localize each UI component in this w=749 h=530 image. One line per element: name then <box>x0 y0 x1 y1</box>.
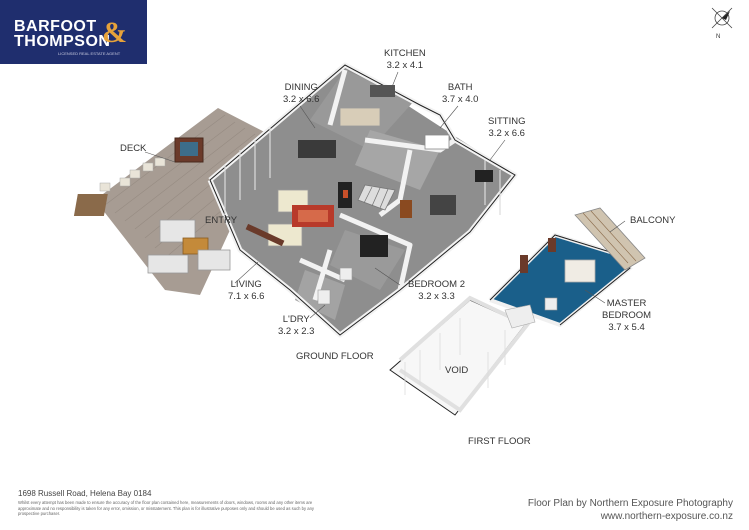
bath-name: BATH <box>447 82 473 93</box>
brand-line1: BARFOOT <box>14 18 97 35</box>
sofa-2 <box>267 223 303 247</box>
master-name2: BEDROOM <box>602 310 652 321</box>
living-name: LIVING <box>230 279 262 290</box>
kitchen-island <box>339 107 381 127</box>
brand-tagline: LICENSED REAL ESTATE AGENT <box>58 51 121 56</box>
label-sitting: SITTING 3.2 x 6.6 <box>488 116 525 140</box>
balcony-name: BALCONY <box>630 215 676 226</box>
label-void: VOID <box>445 365 468 377</box>
kitchen-name: KITCHEN <box>384 48 426 59</box>
bed-2 <box>360 235 388 257</box>
bedroom2-dims: 3.2 x 3.3 <box>418 291 455 302</box>
outdoor-sofa <box>159 219 196 243</box>
bathtub <box>424 134 450 150</box>
dining-table <box>298 140 336 158</box>
label-ground-floor: GROUND FLOOR <box>296 351 374 362</box>
brand-line2: THOMPSON <box>14 33 111 50</box>
sitting-dims: 3.2 x 6.6 <box>488 128 525 139</box>
photographer-credit: Floor Plan by Northern Exposure Photogra… <box>527 498 733 509</box>
sitting-name: SITTING <box>488 116 526 127</box>
photographer-website: www.northern-exposure.co.nz <box>600 511 733 522</box>
ldry-dims: 3.2 x 2.3 <box>278 326 315 337</box>
label-dining: DINING 3.2 x 6.6 <box>283 82 319 106</box>
ldry-name: L'DRY <box>282 314 310 325</box>
kitchen-dims: 3.2 x 4.1 <box>386 60 424 71</box>
bath-dims: 3.7 x 4.0 <box>442 94 479 105</box>
deck-table <box>73 194 108 216</box>
entry-name: ENTRY <box>205 215 238 226</box>
label-ldry: L'DRY 3.2 x 2.3 <box>278 314 314 338</box>
living-dims: 7.1 x 6.6 <box>228 291 265 302</box>
label-living: LIVING 7.1 x 6.6 <box>228 279 264 303</box>
master-bed <box>564 259 596 283</box>
label-balcony: BALCONY <box>630 215 675 227</box>
dining-dims: 3.2 x 6.6 <box>283 94 320 105</box>
deck-area <box>95 108 280 295</box>
disclaimer-text: Whilst every attempt has been made to en… <box>18 500 314 516</box>
label-entry: ENTRY <box>205 215 237 227</box>
deck-name: DECK <box>120 143 147 154</box>
compass-label: N <box>716 34 720 40</box>
master-name1: MASTER <box>606 298 647 309</box>
master-bedroom-floor <box>490 235 630 325</box>
label-bedroom2: BEDROOM 2 3.2 x 3.3 <box>408 279 465 303</box>
brand-logo: BARFOOT THOMPSON & LICENSED REAL ESTATE … <box>0 0 147 64</box>
sitting-sofa <box>430 195 456 215</box>
label-master: MASTER BEDROOM 3.7 x 5.4 <box>602 298 651 334</box>
label-first-floor: FIRST FLOOR <box>468 436 531 447</box>
bedroom2-name: BEDROOM 2 <box>408 279 466 290</box>
label-bath: BATH 3.7 x 4.0 <box>442 82 478 106</box>
dining-name: DINING <box>284 82 318 93</box>
void-name: VOID <box>445 365 469 376</box>
floor-plan <box>73 62 646 416</box>
property-address: 1698 Russell Road, Helena Bay 0184 <box>18 489 152 498</box>
master-dims: 3.7 x 5.4 <box>608 322 645 333</box>
label-deck: DECK <box>120 143 146 155</box>
compass-icon: N <box>711 7 733 40</box>
brand-ampersand: & <box>102 16 127 49</box>
label-kitchen: KITCHEN 3.2 x 4.1 <box>384 48 426 72</box>
